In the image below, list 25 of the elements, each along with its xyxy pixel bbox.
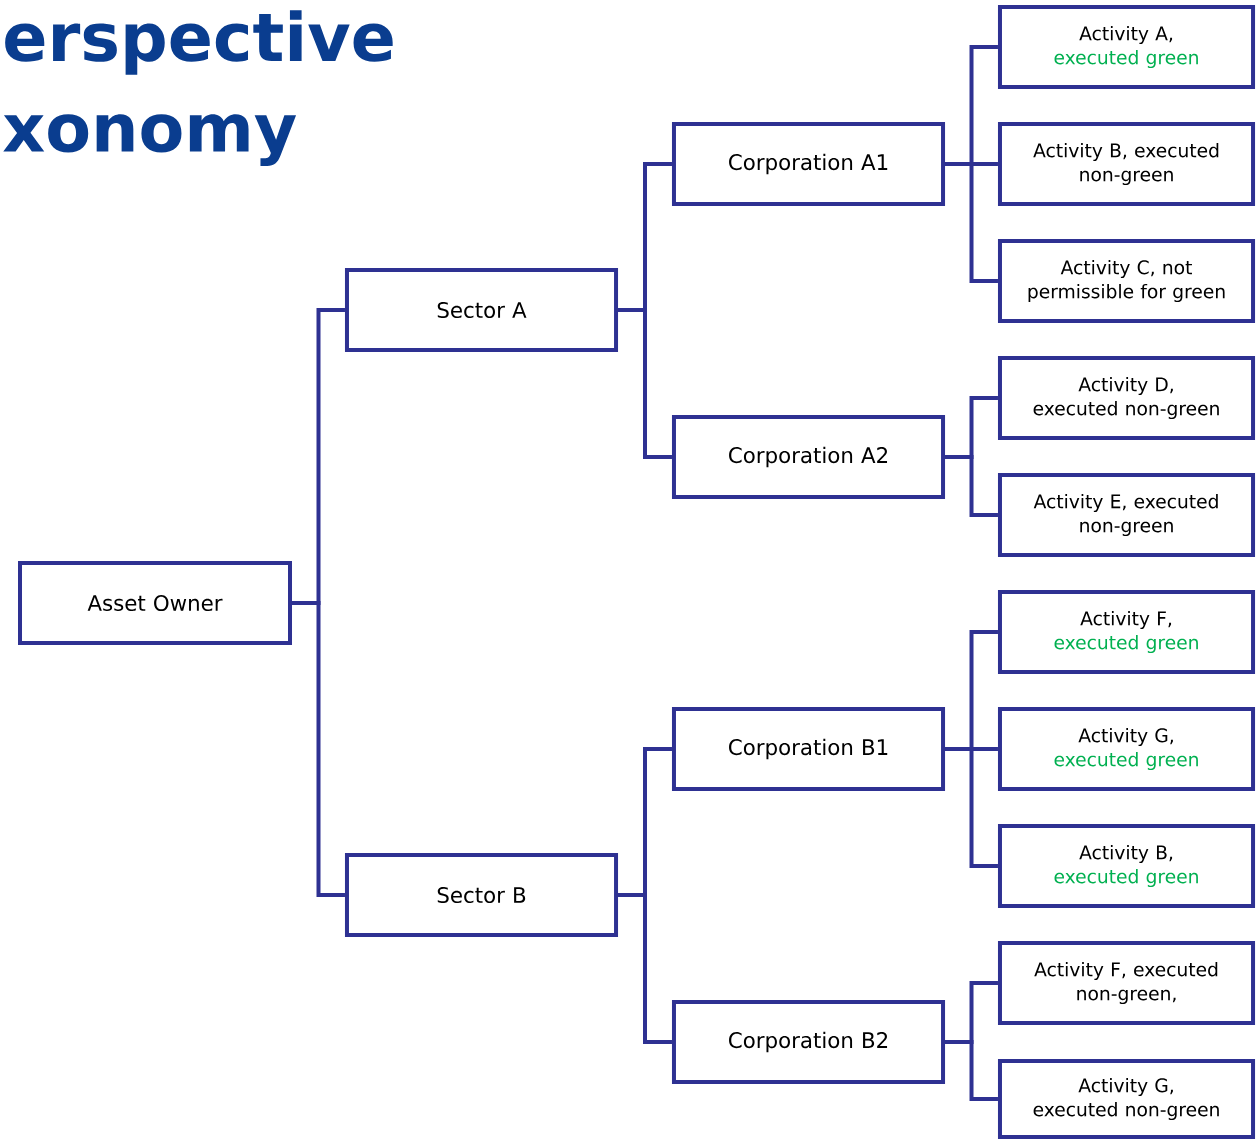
- box: Sector A: [344, 268, 619, 352]
- connector: [618, 893, 672, 1044]
- connector: [945, 455, 998, 517]
- connector: [945, 162, 998, 283]
- connector: [945, 747, 998, 868]
- connector: [945, 1040, 998, 1101]
- box: Activity B, executed non-green: [997, 122, 1256, 206]
- connector: [292, 601, 345, 897]
- box: Corporation A2: [671, 415, 946, 499]
- box: Activity B, executed green: [997, 824, 1256, 908]
- box: Activity G, executed green: [997, 707, 1256, 791]
- box: Corporation B2: [671, 1000, 946, 1084]
- connector: [618, 308, 672, 459]
- box: Corporation A1: [671, 122, 946, 206]
- box: Activity F, executed non-green,: [997, 941, 1256, 1025]
- box: Activity C, not permissible for green: [997, 239, 1256, 323]
- box: Activity F, executed green: [997, 590, 1256, 674]
- box: Corporation B1: [671, 707, 946, 791]
- box: Activity A, executed green: [997, 5, 1256, 89]
- box: Activity E, executed non-green: [997, 473, 1256, 557]
- box: Activity D, executed non-green: [997, 356, 1256, 440]
- box: Sector B: [344, 853, 619, 937]
- box: Activity G, executed non-green: [997, 1059, 1256, 1139]
- box: Asset Owner: [18, 561, 292, 645]
- title: erspective xonomy: [3, 10, 393, 166]
